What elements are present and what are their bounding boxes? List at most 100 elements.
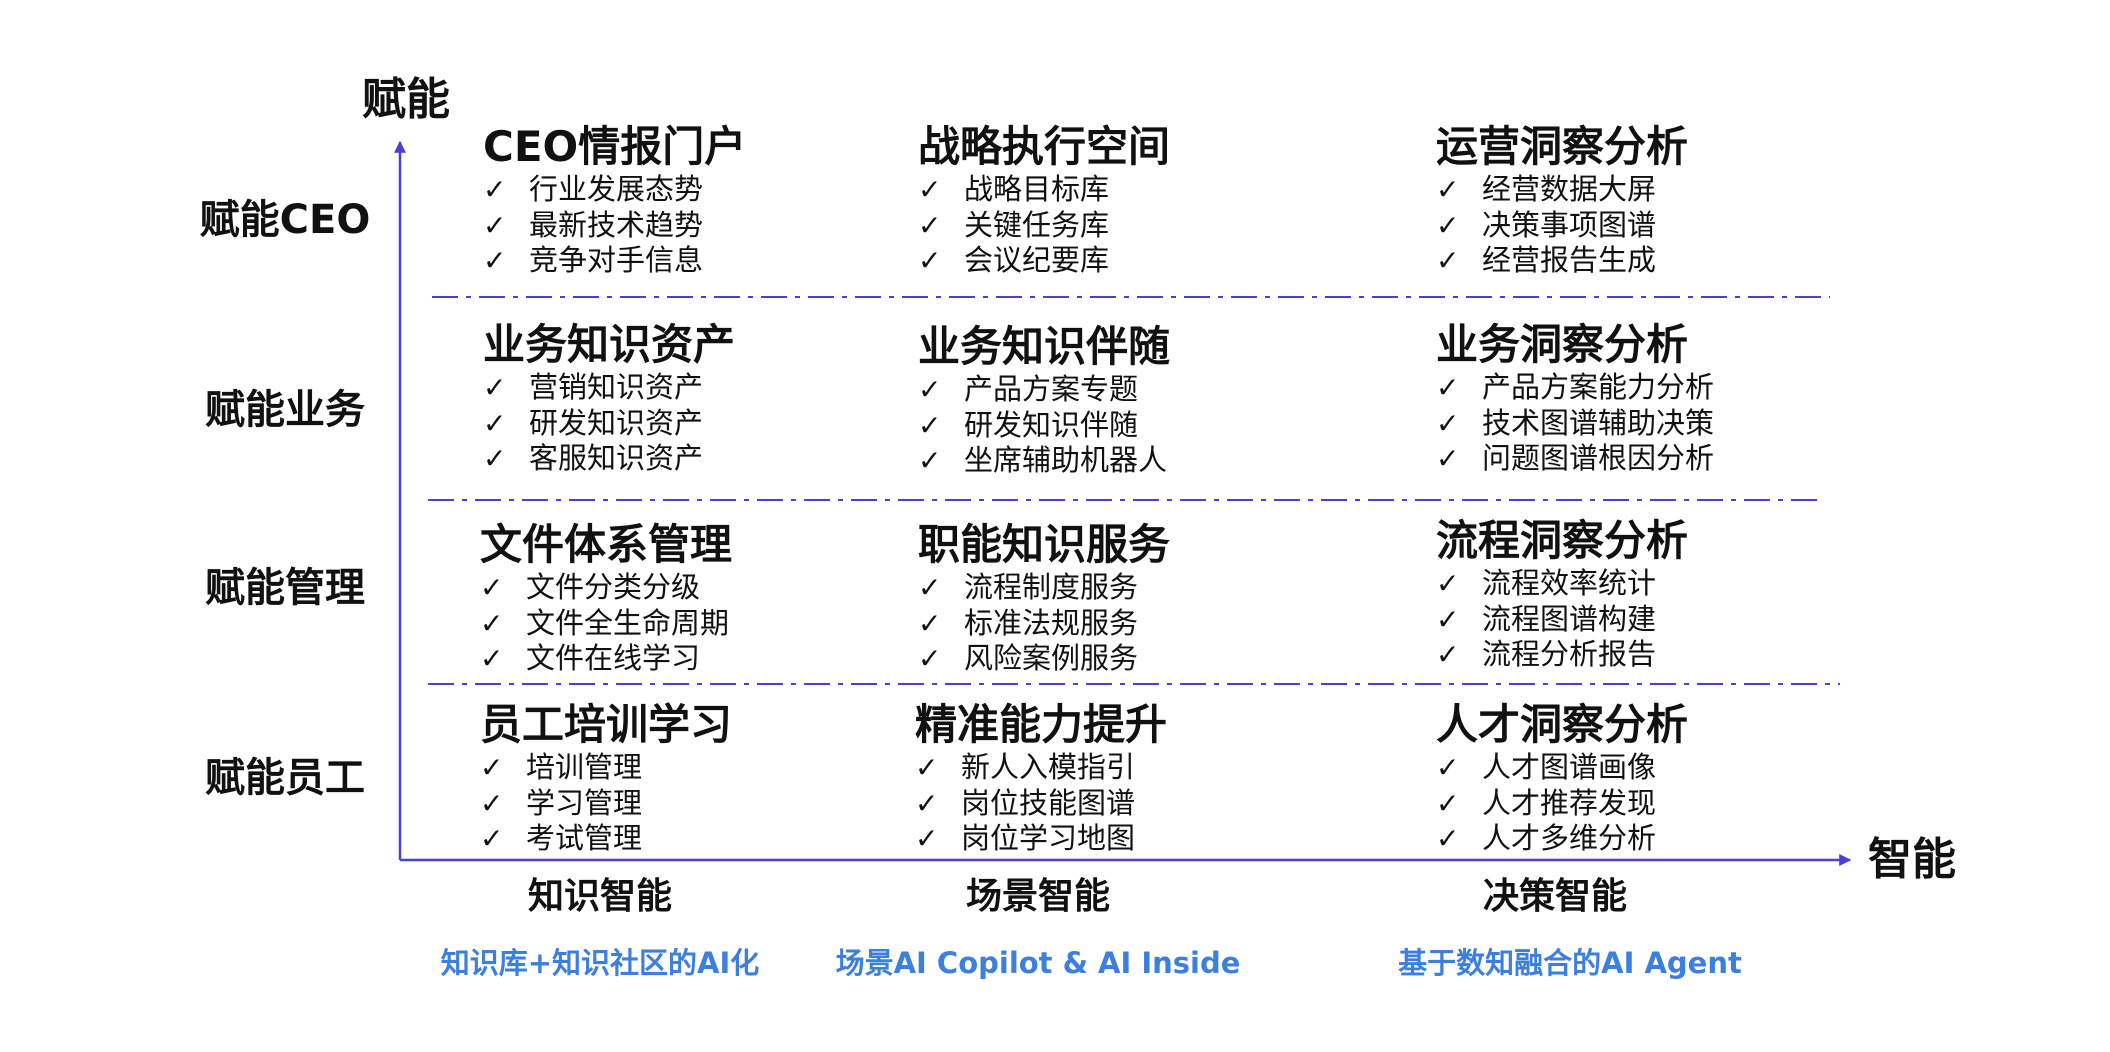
- list-item: ✓ 客服知识资产: [483, 441, 953, 477]
- cell-item-list: ✓ 经营数据大屏 ✓决策事项图谱 ✓经营报告生成: [1436, 172, 1906, 279]
- list-item: ✓ 经营数据大屏: [1436, 172, 1906, 208]
- list-item-text: 文件在线学习: [526, 641, 701, 675]
- list-item-text: 风险案例服务: [964, 641, 1139, 675]
- list-item: ✓ 流程图谱构建: [1436, 602, 1906, 638]
- check-icon: ✓: [1436, 567, 1460, 600]
- check-icon: ✓: [483, 173, 507, 206]
- cell-business-scenario: 业务知识伴随 ✓产品方案专题 ✓研发知识伴随 ✓坐席辅助机器人: [918, 322, 1388, 479]
- cell-item-list: ✓新人入模指引 ✓岗位技能图谱 ✓岗位学习地图: [915, 750, 1385, 857]
- cell-title: 业务洞察分析: [1436, 320, 1689, 369]
- list-item-text: 研发知识资产: [529, 405, 704, 440]
- row-label-business: 赋能业务: [205, 387, 365, 433]
- list-item-text: 流程图谱构建: [1482, 601, 1657, 636]
- check-icon: ✓: [915, 751, 939, 784]
- cell-title: CEO情报门户: [483, 122, 747, 171]
- column-label-knowledge: 知识智能: [527, 876, 672, 917]
- list-item: ✓ 考试管理: [480, 821, 950, 857]
- list-item-text: 人才图谱画像: [1482, 750, 1657, 784]
- check-icon: ✓: [1436, 406, 1460, 440]
- list-item: ✓人才推荐发现: [1436, 786, 1906, 822]
- list-item: ✓流程分析报告: [1436, 637, 1906, 673]
- list-item-text: 营销知识资产: [529, 370, 704, 404]
- list-item-text: 问题图谱根因分析: [1482, 441, 1715, 475]
- cell-item-list: ✓ 流程效率统计 ✓ 流程图谱构建 ✓流程分析报告: [1436, 566, 1906, 673]
- list-item-text: 流程效率统计: [1482, 566, 1657, 600]
- check-icon: ✓: [918, 244, 942, 277]
- list-item-text: 人才多维分析: [1482, 821, 1657, 855]
- list-item: ✓技术图谱辅助决策: [1436, 406, 1906, 442]
- check-icon: ✓: [1436, 751, 1460, 784]
- cell-employee-decision: 人才洞察分析 ✓人才图谱画像 ✓人才推荐发现 ✓人才多维分析: [1436, 700, 1906, 857]
- list-item: ✓标准法规服务: [918, 606, 1388, 642]
- list-item-text: 竞争对手信息: [529, 243, 704, 277]
- list-item-text: 新人入模指引: [961, 750, 1136, 784]
- check-icon: ✓: [480, 786, 504, 820]
- column-label-scenario: 场景智能: [965, 876, 1110, 917]
- y-axis-title: 赋能: [362, 74, 450, 125]
- list-item: ✓最新技术趋势: [483, 208, 953, 244]
- check-icon: ✓: [483, 244, 507, 277]
- check-icon: ✓: [480, 606, 504, 640]
- cell-ceo-knowledge: CEO情报门户 ✓ 行业发展态势 ✓最新技术趋势 ✓ 竞争对手信息: [483, 122, 953, 279]
- check-icon: ✓: [1436, 173, 1460, 206]
- row-label-management: 赋能管理: [205, 565, 365, 611]
- x-axis-title: 智能: [1868, 834, 1956, 885]
- cell-business-knowledge: 业务知识资产 ✓营销知识资产 ✓研发知识资产 ✓客服知识资产: [483, 320, 953, 477]
- list-item-text: 战略目标库: [964, 172, 1110, 206]
- cell-employee-scenario: 精准能力提升 ✓新人入模指引 ✓岗位技能图谱 ✓岗位学习地图: [915, 700, 1385, 857]
- check-icon: ✓: [480, 822, 504, 855]
- list-item: ✓关键任务库: [918, 208, 1388, 244]
- check-icon: ✓: [483, 208, 507, 242]
- list-item-text: 经营数据大屏: [1482, 172, 1657, 206]
- check-icon: ✓: [915, 786, 939, 820]
- list-item-text: 学习管理: [526, 785, 643, 820]
- list-item-text: 文件分类分级: [526, 570, 701, 604]
- cell-employee-knowledge: 员工培训学习 ✓ 培训管理 ✓ 学习管理 ✓ 考试管理: [480, 700, 950, 857]
- check-icon: ✓: [918, 208, 942, 242]
- list-item: ✓战略目标库: [918, 172, 1388, 208]
- list-item: ✓研发知识伴随: [918, 408, 1388, 444]
- check-icon: ✓: [918, 444, 942, 477]
- list-item: ✓决策事项图谱: [1436, 208, 1906, 244]
- list-item: ✓ 竞争对手信息: [483, 243, 953, 279]
- list-item-text: 考试管理: [526, 821, 643, 855]
- cell-ceo-decision: 运营洞察分析 ✓ 经营数据大屏 ✓决策事项图谱 ✓经营报告生成: [1436, 122, 1906, 279]
- check-icon: ✓: [1436, 602, 1460, 636]
- cell-management-knowledge: 文件体系管理 ✓ 文件分类分级 ✓ 文件全生命周期 ✓ 文件在线学习: [480, 520, 950, 677]
- cell-item-list: ✓战略目标库 ✓关键任务库 ✓会议纪要库: [918, 172, 1388, 279]
- list-item: ✓经营报告生成: [1436, 243, 1906, 279]
- cell-title: 员工培训学习: [480, 700, 733, 749]
- cell-title: 文件体系管理: [480, 520, 733, 569]
- column-subtitle-decision: 基于数知融合的AI Agent: [1398, 946, 1742, 980]
- column-subtitle-knowledge: 知识库+知识社区的AI化: [440, 946, 760, 980]
- list-item-text: 客服知识资产: [529, 441, 704, 475]
- check-icon: ✓: [918, 606, 942, 640]
- check-icon: ✓: [1436, 371, 1460, 404]
- cell-title: 运营洞察分析: [1436, 122, 1689, 171]
- cell-item-list: ✓ 营销知识资产 ✓ 研发知识资产 ✓ 客服知识资产: [483, 370, 953, 477]
- list-item: ✓ 营销知识资产: [483, 370, 953, 406]
- list-item-text: 培训管理: [526, 750, 643, 784]
- list-item-text: 流程分析报告: [1482, 637, 1657, 671]
- list-item: ✓ 文件在线学习: [480, 641, 950, 677]
- list-item: ✓ 行业发展态势: [483, 172, 953, 208]
- cell-item-list: ✓ 培训管理 ✓ 学习管理 ✓ 考试管理: [480, 750, 950, 857]
- list-item-text: 坐席辅助机器人: [964, 443, 1168, 477]
- cell-item-list: ✓产品方案能力分析 ✓技术图谱辅助决策 ✓问题图谱根因分析: [1436, 370, 1906, 477]
- cell-business-decision: 业务洞察分析 ✓产品方案能力分析 ✓技术图谱辅助决策 ✓问题图谱根因分析: [1436, 320, 1906, 477]
- list-item-text: 行业发展态势: [529, 172, 704, 206]
- cell-item-list: ✓ 人才图谱画像 ✓人才推荐发现 ✓ 人才多维分析: [1436, 750, 1906, 857]
- cell-title: 业务知识伴随: [918, 322, 1171, 371]
- list-item: ✓ 人才图谱画像: [1436, 750, 1906, 786]
- check-icon: ✓: [1436, 442, 1460, 475]
- list-item: ✓ 学习管理: [480, 786, 950, 822]
- check-icon: ✓: [483, 371, 507, 404]
- list-item: ✓ 岗位技能图谱: [915, 786, 1385, 822]
- list-item: ✓ 文件全生命周期: [480, 606, 950, 642]
- list-item-text: 文件全生命周期: [526, 605, 730, 640]
- check-icon: ✓: [480, 642, 504, 675]
- row-label-employee: 赋能员工: [205, 755, 365, 801]
- list-item-text: 岗位技能图谱: [961, 785, 1136, 820]
- cell-title: 战略执行空间: [918, 122, 1171, 171]
